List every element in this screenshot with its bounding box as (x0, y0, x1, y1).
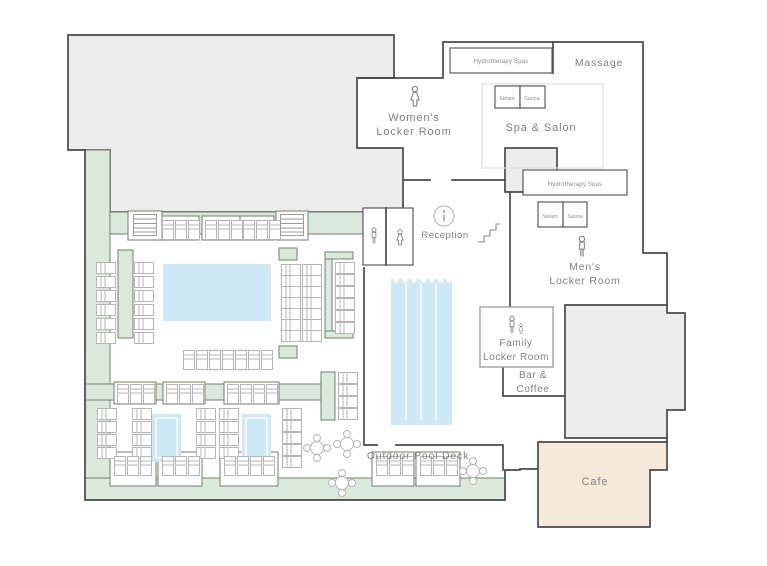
main-pool (163, 264, 271, 321)
walls (84, 41, 668, 501)
restrooms (362, 207, 414, 266)
lap-pool (391, 277, 452, 425)
label-cafe: Cafe (582, 476, 609, 488)
room-hydrotherapy-right (522, 169, 628, 196)
room-sauna-top (519, 85, 546, 109)
label-steam-top: Steam (499, 96, 515, 102)
room-hydrotherapy-top (449, 47, 553, 74)
stairs-icon (478, 223, 500, 243)
label-womens-line1: Women's (388, 112, 440, 124)
label-mens-line1: Men's (569, 261, 601, 273)
plunge-pools (152, 414, 271, 462)
label-spa-salon: Spa & Salon (505, 122, 576, 134)
label-hydrotherapy-top: Hydrotherapy Spas (474, 59, 529, 65)
label-sauna-top: Sauna (524, 96, 540, 102)
label-family-line2: Locker Room (483, 352, 549, 363)
label-reception: Reception (421, 230, 468, 241)
label-womens-line2: Locker Room (376, 126, 451, 138)
label-family-line1: Family (499, 338, 532, 349)
female-icon (410, 85, 420, 107)
room-sauna-right (562, 201, 588, 228)
label-bar-line1: Bar & (519, 370, 547, 381)
room-cafe (537, 441, 668, 528)
info-icon (433, 205, 455, 227)
label-steam-right: Steam (542, 214, 558, 220)
room-steam-right (537, 201, 564, 228)
label-mens-line2: Locker Room (549, 275, 620, 287)
label-outdoor-deck: Outdoor Pool Deck (367, 450, 469, 462)
building-mass-top-left (67, 34, 404, 213)
room-family-locker (479, 306, 554, 368)
spa-salon-boundary (481, 83, 604, 169)
building-mass-right (564, 304, 686, 439)
male-icon (578, 235, 586, 257)
label-bar-line2: Coffee (517, 384, 550, 395)
label-sauna-right: Sauna (567, 214, 583, 220)
label-hydrotherapy-right: Hydrotherapy Spas (548, 182, 603, 188)
label-massage: Massage (575, 57, 623, 69)
